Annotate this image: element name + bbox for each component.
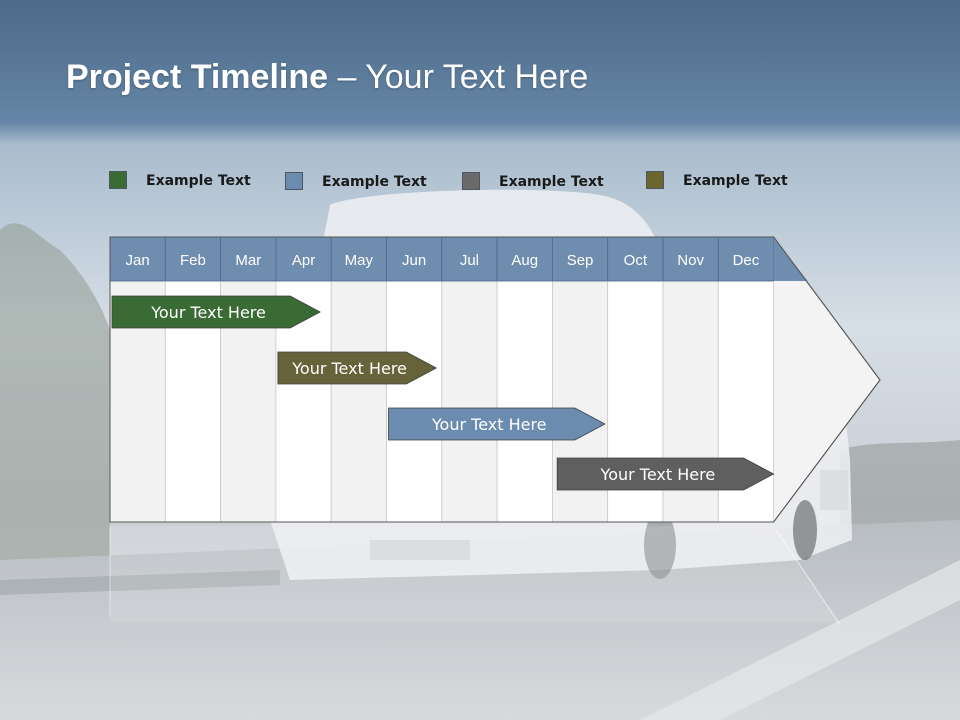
month-column (441, 280, 498, 523)
month-header (552, 236, 609, 282)
month-label: Dec (733, 252, 760, 269)
month-column (386, 280, 443, 523)
slide-title-rest: – Your Text Here (328, 58, 589, 96)
legend-label: Example Text (683, 173, 788, 189)
slide-title: Project Timeline – Your Text Here (66, 58, 588, 97)
timeline-bar-label: Your Text Here (150, 303, 266, 322)
month-header (441, 236, 498, 282)
month-label: Apr (292, 252, 315, 269)
month-label: Feb (180, 252, 206, 269)
month-label: Mar (235, 252, 261, 269)
legend-swatch (646, 171, 664, 189)
month-column (330, 280, 387, 523)
month-label: Sep (567, 252, 594, 269)
timeline-bar-label: Your Text Here (291, 359, 407, 378)
legend-label: Example Text (322, 174, 427, 190)
month-label: Jan (126, 252, 150, 269)
month-header (109, 236, 166, 282)
timeline-bar (388, 407, 606, 441)
month-header (164, 236, 222, 282)
legend-label: Example Text (499, 174, 604, 190)
legend-swatch (462, 172, 480, 190)
legend-label: Example Text (146, 173, 251, 189)
month-header (662, 236, 719, 282)
timeline-reflection (110, 526, 840, 622)
month-column (496, 280, 553, 523)
month-header (275, 236, 332, 282)
month-label: Aug (511, 252, 538, 269)
month-label: Jul (460, 252, 479, 269)
slide-title-bold: Project Timeline (66, 58, 329, 96)
month-label: Oct (624, 252, 648, 269)
month-label: Jun (402, 252, 426, 269)
month-label: Nov (677, 252, 704, 269)
reflection-edge (773, 525, 841, 626)
month-header (717, 236, 774, 282)
timeline-bar (556, 457, 775, 491)
legend-swatch (285, 172, 303, 190)
timeline-bar (277, 351, 438, 385)
timeline-bar-label: Your Text Here (600, 465, 716, 484)
timeline-arrow-outline (109, 236, 881, 523)
timeline-bar-label: Your Text Here (431, 415, 547, 434)
month-label: May (345, 252, 374, 269)
timeline-bar (111, 295, 321, 329)
month-header (607, 236, 664, 282)
legend-swatch (109, 171, 127, 189)
